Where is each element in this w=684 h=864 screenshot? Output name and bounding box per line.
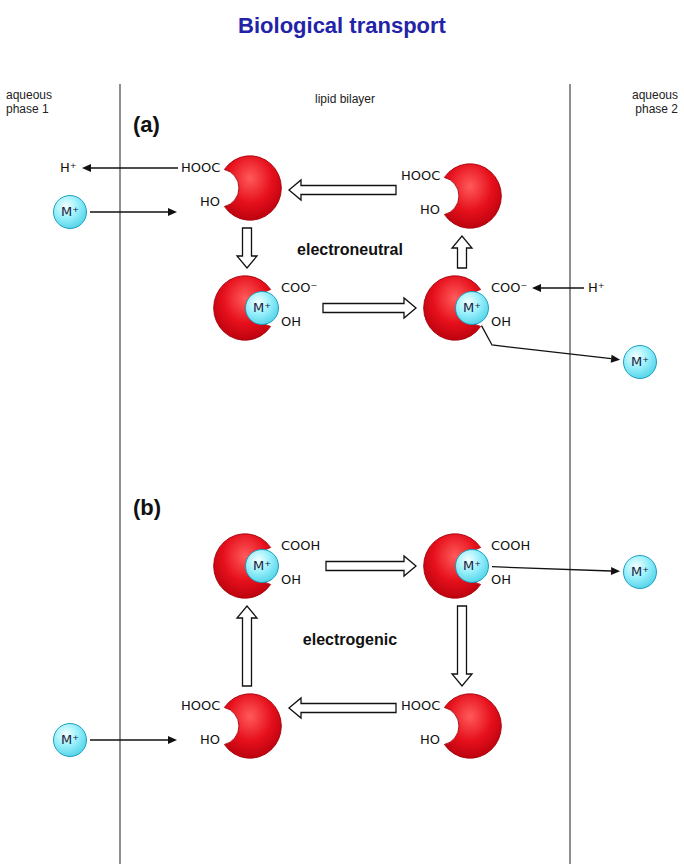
functional-group: OH [491, 572, 511, 588]
carrier-shape [435, 160, 505, 232]
functional-group: HOOC [401, 698, 440, 714]
transport-arrow [482, 326, 621, 363]
panel-label: (b) [133, 495, 161, 521]
carrier-body [224, 694, 281, 758]
conformation-arrow [289, 698, 396, 718]
functional-group: COO⁻ [491, 280, 527, 296]
ion-symbol: M⁺ [631, 564, 649, 580]
arrow-line [492, 567, 611, 571]
block-arrow [289, 180, 396, 200]
transport-arrow [90, 736, 177, 744]
block-arrow [323, 298, 416, 318]
carrier-protein: HOOC HO [400, 160, 505, 232]
block-arrow [326, 556, 416, 576]
metal-ion: M⁺ [455, 549, 489, 583]
proton-label: H⁺ [588, 280, 605, 296]
functional-group: HO [200, 732, 220, 748]
transport-arrow [492, 567, 620, 575]
phase-label: aqueous phase 1 [6, 88, 68, 116]
proton-label: H⁺ [60, 160, 77, 176]
phase-label: lipid bilayer [245, 92, 445, 106]
functional-group: HO [420, 732, 440, 748]
arrow-head [168, 736, 177, 744]
arrow-head [611, 355, 620, 363]
functional-group: HOOC [401, 168, 440, 184]
arrow-head [168, 208, 177, 216]
arrow-head [532, 284, 541, 292]
functional-group: HOOC [181, 698, 220, 714]
arrow-line [482, 326, 612, 359]
functional-group: OH [281, 572, 301, 588]
carrier-protein: COOH OH M⁺ [420, 530, 532, 602]
carrier-body [424, 534, 481, 598]
functional-group: HOOC [181, 160, 220, 176]
conformation-arrow [237, 606, 257, 686]
functional-group: OH [491, 314, 511, 330]
functional-group: COOH [281, 538, 320, 554]
metal-ion: M⁺ [455, 291, 489, 325]
membrane-boundary [569, 84, 570, 864]
transport-arrow [90, 208, 177, 216]
carrier-shape [435, 690, 505, 762]
ion-symbol: M⁺ [61, 732, 79, 748]
ion-symbol: M⁺ [463, 558, 481, 574]
mode-label: electrogenic [250, 630, 450, 649]
conformation-arrow [323, 298, 416, 318]
membrane-boundary [119, 84, 120, 864]
functional-group: COO⁻ [281, 280, 317, 296]
metal-ion: M⁺ [245, 291, 279, 325]
carrier-body [214, 276, 271, 340]
metal-ion: M⁺ [623, 345, 657, 379]
carrier-body [224, 156, 281, 220]
conformation-arrow [237, 228, 257, 268]
carrier-shape [215, 690, 285, 762]
conformation-arrow [326, 556, 416, 576]
conformation-arrow [452, 236, 472, 268]
carrier-protein: COO⁻ OH M⁺ [210, 272, 319, 344]
carrier-body [424, 276, 481, 340]
metal-ion: M⁺ [53, 195, 87, 229]
metal-ion: M⁺ [53, 723, 87, 757]
phase-label: aqueous phase 2 [616, 88, 678, 116]
ion-symbol: M⁺ [631, 354, 649, 370]
functional-group: OH [281, 314, 301, 330]
metal-ion: M⁺ [245, 549, 279, 583]
block-arrow [237, 606, 257, 686]
ion-symbol: M⁺ [61, 204, 79, 220]
arrow-line [90, 739, 168, 740]
carrier-protein: HOOC HO [180, 690, 285, 762]
carrier-protein: HOOC HO [400, 690, 505, 762]
carrier-body [444, 694, 501, 758]
panel-label: (a) [133, 112, 160, 138]
carrier-protein: HOOC HO [180, 152, 285, 224]
ion-symbol: M⁺ [463, 300, 481, 316]
block-arrow [237, 228, 257, 268]
ion-symbol: M⁺ [253, 300, 271, 316]
carrier-shape [215, 152, 285, 224]
carrier-protein: COO⁻ OH M⁺ [420, 272, 529, 344]
functional-group: COOH [491, 538, 530, 554]
metal-ion: M⁺ [623, 555, 657, 589]
arrow-head [82, 164, 91, 172]
proton-release-arrow [90, 167, 178, 168]
mode-label: electroneutral [250, 240, 450, 259]
functional-group: HO [420, 202, 440, 218]
arrow-head [611, 567, 620, 575]
block-arrow [452, 236, 472, 268]
carrier-body [444, 164, 501, 228]
carrier-protein: COOH OH M⁺ [210, 530, 322, 602]
ion-symbol: M⁺ [253, 558, 271, 574]
carrier-body [214, 534, 271, 598]
diagram-title: Biological transport [0, 12, 684, 40]
proton-uptake-arrow [540, 287, 584, 288]
functional-group: HO [200, 194, 220, 210]
conformation-arrow [452, 606, 472, 686]
block-arrow [289, 698, 396, 718]
block-arrow [452, 606, 472, 686]
arrow-line [90, 211, 168, 212]
conformation-arrow [289, 180, 396, 200]
